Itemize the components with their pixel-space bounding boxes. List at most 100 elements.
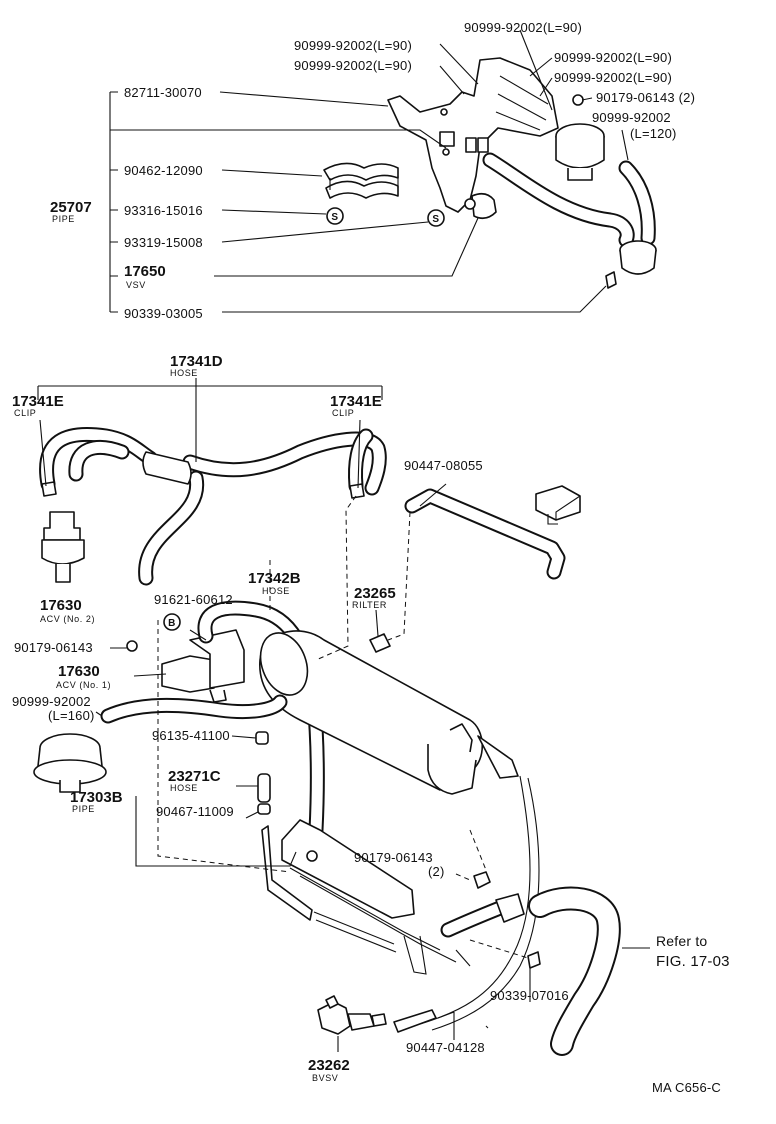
label-90999-92002-c: 90999-92002(L=90) — [554, 50, 672, 65]
nut-90179 — [572, 94, 584, 106]
label-90467-11009: 90467-11009 — [156, 804, 234, 819]
nut-90179-06143-low — [473, 871, 491, 889]
acv-no2-nipple — [55, 564, 71, 583]
label-96135-41100: 96135-41100 — [152, 728, 230, 743]
vacuum-chamber-nozzle — [567, 168, 593, 181]
label-17303b-sub: PIPE — [72, 804, 95, 814]
clip-90462-edge — [329, 176, 399, 190]
vsv-port — [464, 198, 476, 210]
label-90999-92002-d: 90999-92002(L=90) — [554, 70, 672, 85]
label-91621-60612: 91621-60612 — [154, 592, 233, 607]
hose-17341d-tee — [142, 451, 192, 485]
label-refer-to: Refer to — [656, 933, 707, 949]
acv-no2-body — [41, 539, 85, 565]
label-23271c: 23271C — [168, 768, 221, 785]
pipe-17303b-lines — [289, 867, 457, 963]
hose-mid-fitting — [495, 893, 525, 923]
marker-s-circle — [326, 207, 344, 225]
label-25707-sub: PIPE — [52, 214, 75, 224]
bvsv-nozzle — [347, 1013, 375, 1031]
charcoal-canister-end — [259, 632, 309, 696]
fitting-90339-03005 — [605, 271, 617, 289]
label-17341e-left-sub: CLIP — [14, 408, 36, 418]
drawing-code: MA C656-C — [652, 1080, 721, 1095]
label-23262: 23262 — [308, 1057, 350, 1074]
label-17341e-right-sub: CLIP — [332, 408, 354, 418]
label-90179-06143-low: 90179-06143 — [354, 850, 433, 865]
acv-no1-body — [161, 655, 215, 693]
label-17650-sub: VSV — [126, 280, 146, 290]
label-25707: 25707 — [50, 199, 92, 216]
label-17630-no2: 17630 — [40, 597, 82, 614]
pipe-17303b-bracket — [281, 819, 415, 919]
label-90447-08055: 90447-08055 — [404, 458, 483, 473]
pipe-17303b-a — [261, 825, 313, 921]
label-90462-12090: 90462-12090 — [124, 163, 203, 178]
bracket-ribs — [495, 75, 549, 131]
label-90999-92002-f-length: (L=160) — [48, 708, 95, 723]
marker-s: S — [331, 212, 338, 223]
label-90999-92002-f: 90999-92002 — [12, 694, 91, 709]
acv-no1-valve — [189, 629, 245, 689]
label-17341e-left: 17341E — [12, 393, 64, 410]
top-leaders — [109, 29, 629, 313]
marker-b: B — [168, 618, 176, 629]
charcoal-canister — [259, 630, 483, 791]
marker-s: S — [432, 214, 439, 225]
top-assembly: S S — [323, 57, 657, 289]
pipe-90447-04128 — [393, 1009, 437, 1033]
top-labels: 90999-92002(L=90) 90999-92002(L=90) 9099… — [50, 20, 695, 321]
bracket-hole — [442, 148, 450, 156]
label-23271c-sub: HOSE — [170, 783, 198, 793]
label-17341e-right: 17341E — [330, 393, 382, 410]
vtv-body — [619, 249, 657, 275]
label-17342b-sub: HOSE — [262, 586, 290, 596]
label-17341d-sub: HOSE — [170, 368, 198, 378]
label-23262-sub: BVSV — [312, 1073, 338, 1083]
label-93319-15008: 93319-15008 — [124, 235, 203, 250]
canister-hose-connector — [477, 735, 519, 779]
vsv-bracket — [387, 57, 559, 213]
label-90999-92002-e: 90999-92002 — [592, 110, 671, 125]
hose-to-bvsv — [419, 775, 531, 1025]
label-refer-fig: FIG. 17-03 — [656, 953, 730, 970]
label-17341d: 17341D — [170, 353, 223, 370]
label-23265-sub: RILTER — [352, 600, 387, 610]
fitting-90339-07016 — [527, 951, 541, 969]
lower-assembly: B — [33, 426, 621, 1056]
label-23265: 23265 — [354, 585, 396, 602]
bracket-slot — [465, 137, 477, 153]
lower-labels: 17341D HOSE 17341E CLIP 17341E CLIP 9044… — [12, 353, 730, 1095]
vacuum-chamber-17303b-nipple — [59, 780, 81, 793]
marker-s-circle — [427, 209, 445, 227]
clip-17341e-right — [349, 483, 365, 499]
lower-leaders — [37, 378, 650, 1052]
bracket-hole — [440, 108, 448, 116]
label-17630-no1-sub: ACV (No. 1) — [56, 680, 111, 690]
canister-fitting — [449, 723, 473, 753]
label-90179-06143-top: 90179-06143 (2) — [596, 90, 695, 105]
label-90999-92002-b: 90999-92002(L=90) — [294, 58, 412, 73]
vsv-17650 — [471, 192, 497, 220]
hose-23271c — [257, 773, 271, 803]
nut-90179-06143 — [126, 640, 138, 652]
label-90999-92002-top: 90999-92002(L=90) — [464, 20, 582, 35]
part-96135-41100 — [255, 731, 269, 745]
label-90999-92002-a: 90999-92002(L=90) — [294, 38, 412, 53]
label-90999-92002-e-length: (L=120) — [630, 126, 677, 141]
clip-90462 — [323, 162, 399, 199]
acv-no1-nipple — [209, 689, 227, 703]
charcoal-canister-bracket — [427, 744, 477, 795]
label-17650: 17650 — [124, 263, 166, 280]
connector-block — [535, 485, 581, 521]
label-17342b: 17342B — [248, 570, 301, 587]
bvsv-tip — [371, 1013, 387, 1027]
label-82711-30070: 82711-30070 — [124, 85, 202, 100]
label-90447-04128: 90447-04128 — [406, 1040, 485, 1055]
clip-17341e-left — [41, 481, 57, 497]
bvsv-connector — [325, 995, 339, 1009]
bracket-slot — [477, 137, 489, 153]
bracket-slot — [439, 131, 455, 147]
label-17630-no1: 17630 — [58, 663, 100, 680]
